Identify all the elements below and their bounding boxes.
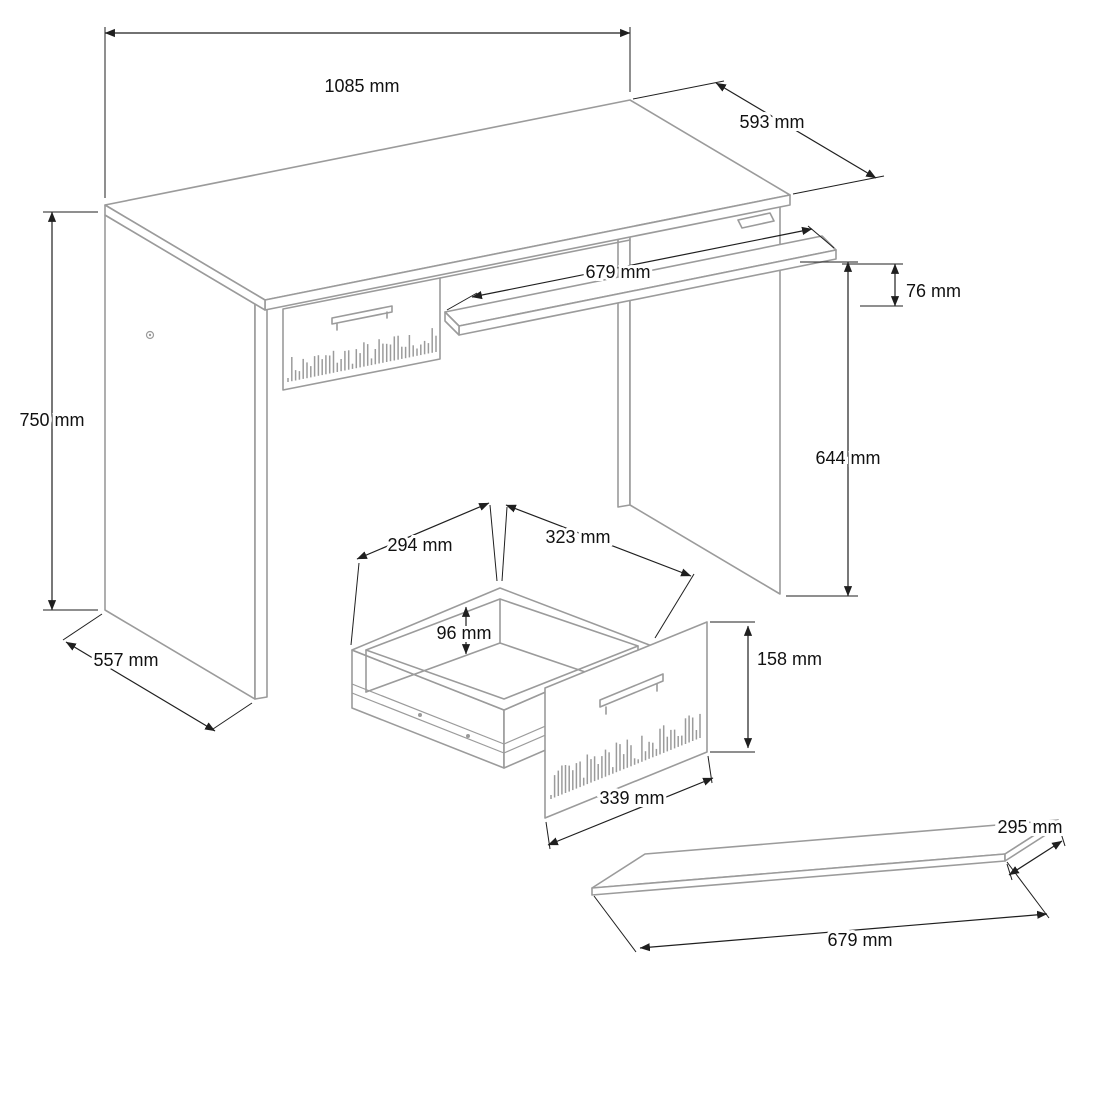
drawer-front-panel-handle <box>599 673 664 715</box>
dim-desk-depth: 593 mm <box>632 80 885 195</box>
shelf-top-face <box>591 819 1059 889</box>
underdesk-height-label: 644 mm <box>815 448 880 468</box>
dim-underdesk-height: 644 mm <box>786 261 884 597</box>
dimension-line <box>547 777 714 846</box>
shelf-depth-label: 295 mm <box>997 817 1062 837</box>
dim-desk-height: 750 mm <box>16 211 98 611</box>
extension-line <box>350 562 360 646</box>
tray-height-label: 76 mm <box>906 281 961 301</box>
drawer-rail-line <box>351 683 505 745</box>
desk-depth-label: 593 mm <box>739 112 804 132</box>
extension-line <box>1006 863 1013 881</box>
dim-drawer-inner-height: 96 mm <box>433 606 495 655</box>
dimension-line <box>639 910 1048 952</box>
extension-line <box>62 613 103 641</box>
interior-bottom-edge <box>365 642 501 693</box>
desk-width-label: 1085 mm <box>324 76 399 96</box>
exploded-drawer <box>351 587 708 819</box>
extension-line <box>501 506 508 582</box>
dimensions: 1085 mm 593 mm 679 mm 76 mm 644 mm <box>16 27 1066 953</box>
cam-lock-dot <box>148 333 152 337</box>
tray-left-edge <box>444 311 460 336</box>
extension-line <box>593 895 637 953</box>
dim-drawer-inner-depth: 323 mm <box>501 504 695 639</box>
extension-line <box>632 80 725 100</box>
dim-tray-height: 76 mm <box>842 263 964 307</box>
dim-drawer-inner-width: 294 mm <box>350 502 498 646</box>
drawer-inner-height-label: 96 mm <box>436 623 491 643</box>
extension-line <box>489 504 498 582</box>
desktop-left-edge <box>104 204 266 311</box>
dimension-line <box>505 504 692 577</box>
drawer-rail-line <box>351 692 505 754</box>
extension-line <box>792 175 885 195</box>
extension-line <box>1006 861 1050 919</box>
dimension-line <box>1008 840 1063 876</box>
panel-handle-bar <box>599 673 664 708</box>
dimension-line <box>65 641 216 732</box>
dim-shelf-length: 679 mm <box>593 861 1050 953</box>
rail-screw-dot <box>418 713 422 717</box>
left-side-panel <box>104 214 268 700</box>
rail-screw-dot <box>466 734 470 738</box>
dim-desk-width: 1085 mm <box>104 27 631 198</box>
extension-line <box>1059 829 1066 847</box>
dim-tray-length: 679 mm <box>446 225 835 311</box>
desk-drawer-front <box>282 277 441 391</box>
extension-line <box>654 573 695 639</box>
drawer-handle <box>331 305 393 331</box>
drawer-front-height-label: 158 mm <box>757 649 822 669</box>
drawer-inner-depth-label: 323 mm <box>545 527 610 547</box>
left-panel-edge <box>254 301 268 700</box>
cam-lock-icon <box>145 330 155 340</box>
dimension-line <box>356 502 490 560</box>
dim-drawer-front-width: 339 mm <box>545 755 714 850</box>
dimension-line <box>471 226 813 300</box>
drawer-handle-bar <box>331 305 393 325</box>
drawer-front-panel-face <box>544 621 708 819</box>
shelf-length-label: 679 mm <box>827 930 892 950</box>
dim-drawer-front-height: 158 mm <box>710 621 825 753</box>
drawer-front-pattern <box>287 328 437 382</box>
shelf-board <box>591 819 1059 896</box>
drawer-inner-width-label: 294 mm <box>387 535 452 555</box>
dim-shelf-depth: 295 mm <box>994 814 1066 881</box>
desk-height-label: 750 mm <box>19 410 84 430</box>
drawer-front-width-label: 339 mm <box>599 788 664 808</box>
extension-line <box>212 702 253 730</box>
tray-length-label: 679 mm <box>585 262 650 282</box>
side-panel-depth-label: 557 mm <box>93 650 158 670</box>
dim-side-panel-depth: 557 mm <box>62 613 253 732</box>
extension-line <box>807 225 835 249</box>
tray-bracket <box>737 212 775 229</box>
dimension-line <box>715 82 877 179</box>
